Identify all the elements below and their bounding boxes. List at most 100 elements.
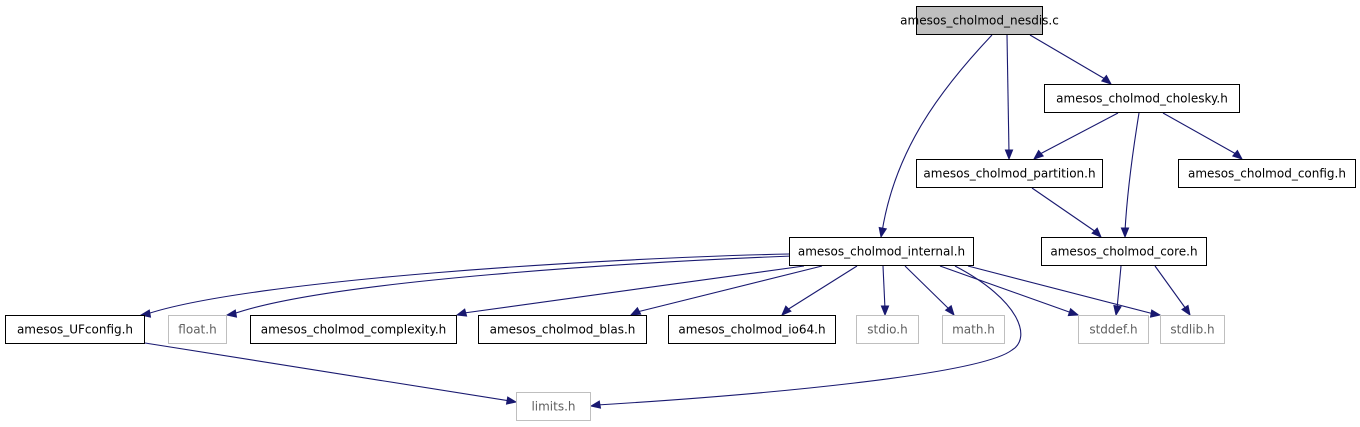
edge-cholesky-to-config [1162, 112, 1244, 160]
edge-arrowhead [1113, 304, 1122, 317]
node-box [516, 392, 591, 421]
edge-line [146, 253, 790, 315]
node-amesos-cholmod-config-h[interactable]: amesos_cholmod_config.h [1178, 159, 1356, 188]
edge-line [939, 265, 1073, 314]
node-box [942, 315, 1005, 344]
node-label[interactable]: amesos_cholmod_cholesky.h [1056, 92, 1228, 106]
node-stdio-h: stdio.h [856, 315, 919, 344]
edge-cholesky-to-core [1120, 112, 1140, 239]
node-amesos-cholmod-cholesky-h[interactable]: amesos_cholmod_cholesky.h [1044, 84, 1240, 113]
node-float-h: float.h [168, 315, 227, 344]
node-label[interactable]: amesos_cholmod_complexity.h [261, 323, 447, 337]
edge-line [463, 265, 805, 314]
node-box[interactable] [1044, 84, 1240, 113]
node-box [1078, 315, 1149, 344]
node-box [168, 315, 227, 344]
edge-arrowhead [1120, 227, 1130, 239]
edge-arrowhead [455, 308, 468, 317]
node-label: stddef.h [1089, 323, 1137, 337]
node-box[interactable] [250, 315, 457, 344]
edge-line [1039, 112, 1119, 155]
node-box [916, 6, 1043, 35]
edge-internal-to-limits [589, 265, 1022, 409]
edge-cholesky-to-partition [1032, 112, 1119, 160]
edge-line [144, 342, 511, 402]
node-box[interactable] [789, 237, 974, 266]
node-label: amesos_cholmod_nesdis.c [900, 14, 1059, 28]
edge-line [232, 255, 793, 315]
node-amesos-cholmod-blas-h[interactable]: amesos_cholmod_blas.h [478, 315, 647, 344]
edge-arrowhead [1149, 309, 1162, 318]
edge-line [904, 265, 951, 311]
edge-arrowhead [1004, 149, 1014, 161]
edge-arrowhead [505, 396, 518, 405]
node-amesos-cholmod-core-h[interactable]: amesos_cholmod_core.h [1041, 237, 1207, 266]
edge-ufconfig-to-limits [144, 342, 518, 405]
edge-arrowhead [1032, 149, 1045, 160]
node-label: limits.h [531, 400, 575, 414]
node-box[interactable] [1041, 237, 1207, 266]
node-box[interactable] [1178, 159, 1356, 188]
edge-line [596, 265, 1022, 406]
node-label[interactable]: amesos_cholmod_partition.h [923, 167, 1095, 181]
edge-nesdis-to-internal [878, 34, 993, 239]
node-label[interactable]: amesos_cholmod_config.h [1188, 167, 1346, 181]
edge-arrowhead [944, 304, 955, 317]
edge-line [967, 265, 1155, 315]
edge-line [882, 265, 886, 310]
edge-internal-to-stdio [880, 265, 890, 317]
node-amesos-cholmod-io64-h[interactable]: amesos_cholmod_io64.h [668, 315, 836, 344]
edge-line [1162, 112, 1237, 155]
node-box[interactable] [5, 315, 145, 344]
edge-nesdis-to-partition [1004, 34, 1014, 161]
node-box [1160, 315, 1225, 344]
node-limits-h: limits.h [516, 392, 591, 421]
node-box[interactable] [668, 315, 836, 344]
edge-arrowhead [1067, 307, 1080, 317]
node-label: stdlib.h [1170, 323, 1214, 337]
edge-arrowhead [629, 306, 642, 316]
node-box[interactable] [916, 159, 1103, 188]
node-amesos-cholmod-internal-h[interactable]: amesos_cholmod_internal.h [789, 237, 974, 266]
edge-line [1124, 112, 1140, 232]
edge-line [1031, 187, 1097, 233]
edge-arrowhead [1231, 149, 1244, 160]
edge-internal-to-float [225, 255, 793, 318]
node-label: stdio.h [867, 323, 907, 337]
edge-core-to-stddef [1113, 265, 1122, 317]
node-stdlib-h: stdlib.h [1160, 315, 1225, 344]
edge-internal-to-io64 [781, 265, 858, 316]
edge-line [881, 34, 993, 233]
edges [139, 34, 1244, 409]
edge-arrowhead [1091, 227, 1102, 238]
edge-line [1116, 265, 1122, 310]
edge-partition-to-core [1031, 187, 1102, 238]
node-amesos-cholmod-partition-h[interactable]: amesos_cholmod_partition.h [916, 159, 1103, 188]
edge-arrowhead [1181, 304, 1191, 317]
edge-arrowhead [225, 309, 238, 318]
node-label[interactable]: amesos_UFconfig.h [17, 323, 133, 337]
node-label[interactable]: amesos_cholmod_core.h [1050, 245, 1197, 259]
edge-internal-to-stdlib [967, 265, 1162, 318]
node-box [856, 315, 919, 344]
node-math-h: math.h [942, 315, 1005, 344]
node-box[interactable] [478, 315, 647, 344]
edge-arrowhead [781, 305, 792, 316]
edge-line [636, 265, 823, 313]
node-amesos-cholmod-nesdis-c: amesos_cholmod_nesdis.c [900, 6, 1059, 35]
nodes: amesos_cholmod_nesdis.c amesos_cholmod_c… [5, 6, 1356, 421]
edge-internal-to-blas [629, 265, 823, 316]
node-label[interactable]: amesos_cholmod_internal.h [798, 245, 965, 259]
edge-internal-to-complexity [455, 265, 805, 317]
edge-internal-to-stddef [939, 265, 1080, 317]
node-label[interactable]: amesos_cholmod_io64.h [678, 323, 825, 337]
node-amesos-ufconfig-h[interactable]: amesos_UFconfig.h [5, 315, 145, 344]
node-label[interactable]: amesos_cholmod_blas.h [490, 323, 636, 337]
edge-nesdis-to-cholesky [1029, 34, 1113, 85]
node-label: math.h [952, 323, 995, 337]
edge-line [1006, 34, 1010, 154]
node-amesos-cholmod-complexity-h[interactable]: amesos_cholmod_complexity.h [250, 315, 457, 344]
node-stddef-h: stddef.h [1078, 315, 1149, 344]
edge-core-to-stdlib [1154, 265, 1191, 317]
